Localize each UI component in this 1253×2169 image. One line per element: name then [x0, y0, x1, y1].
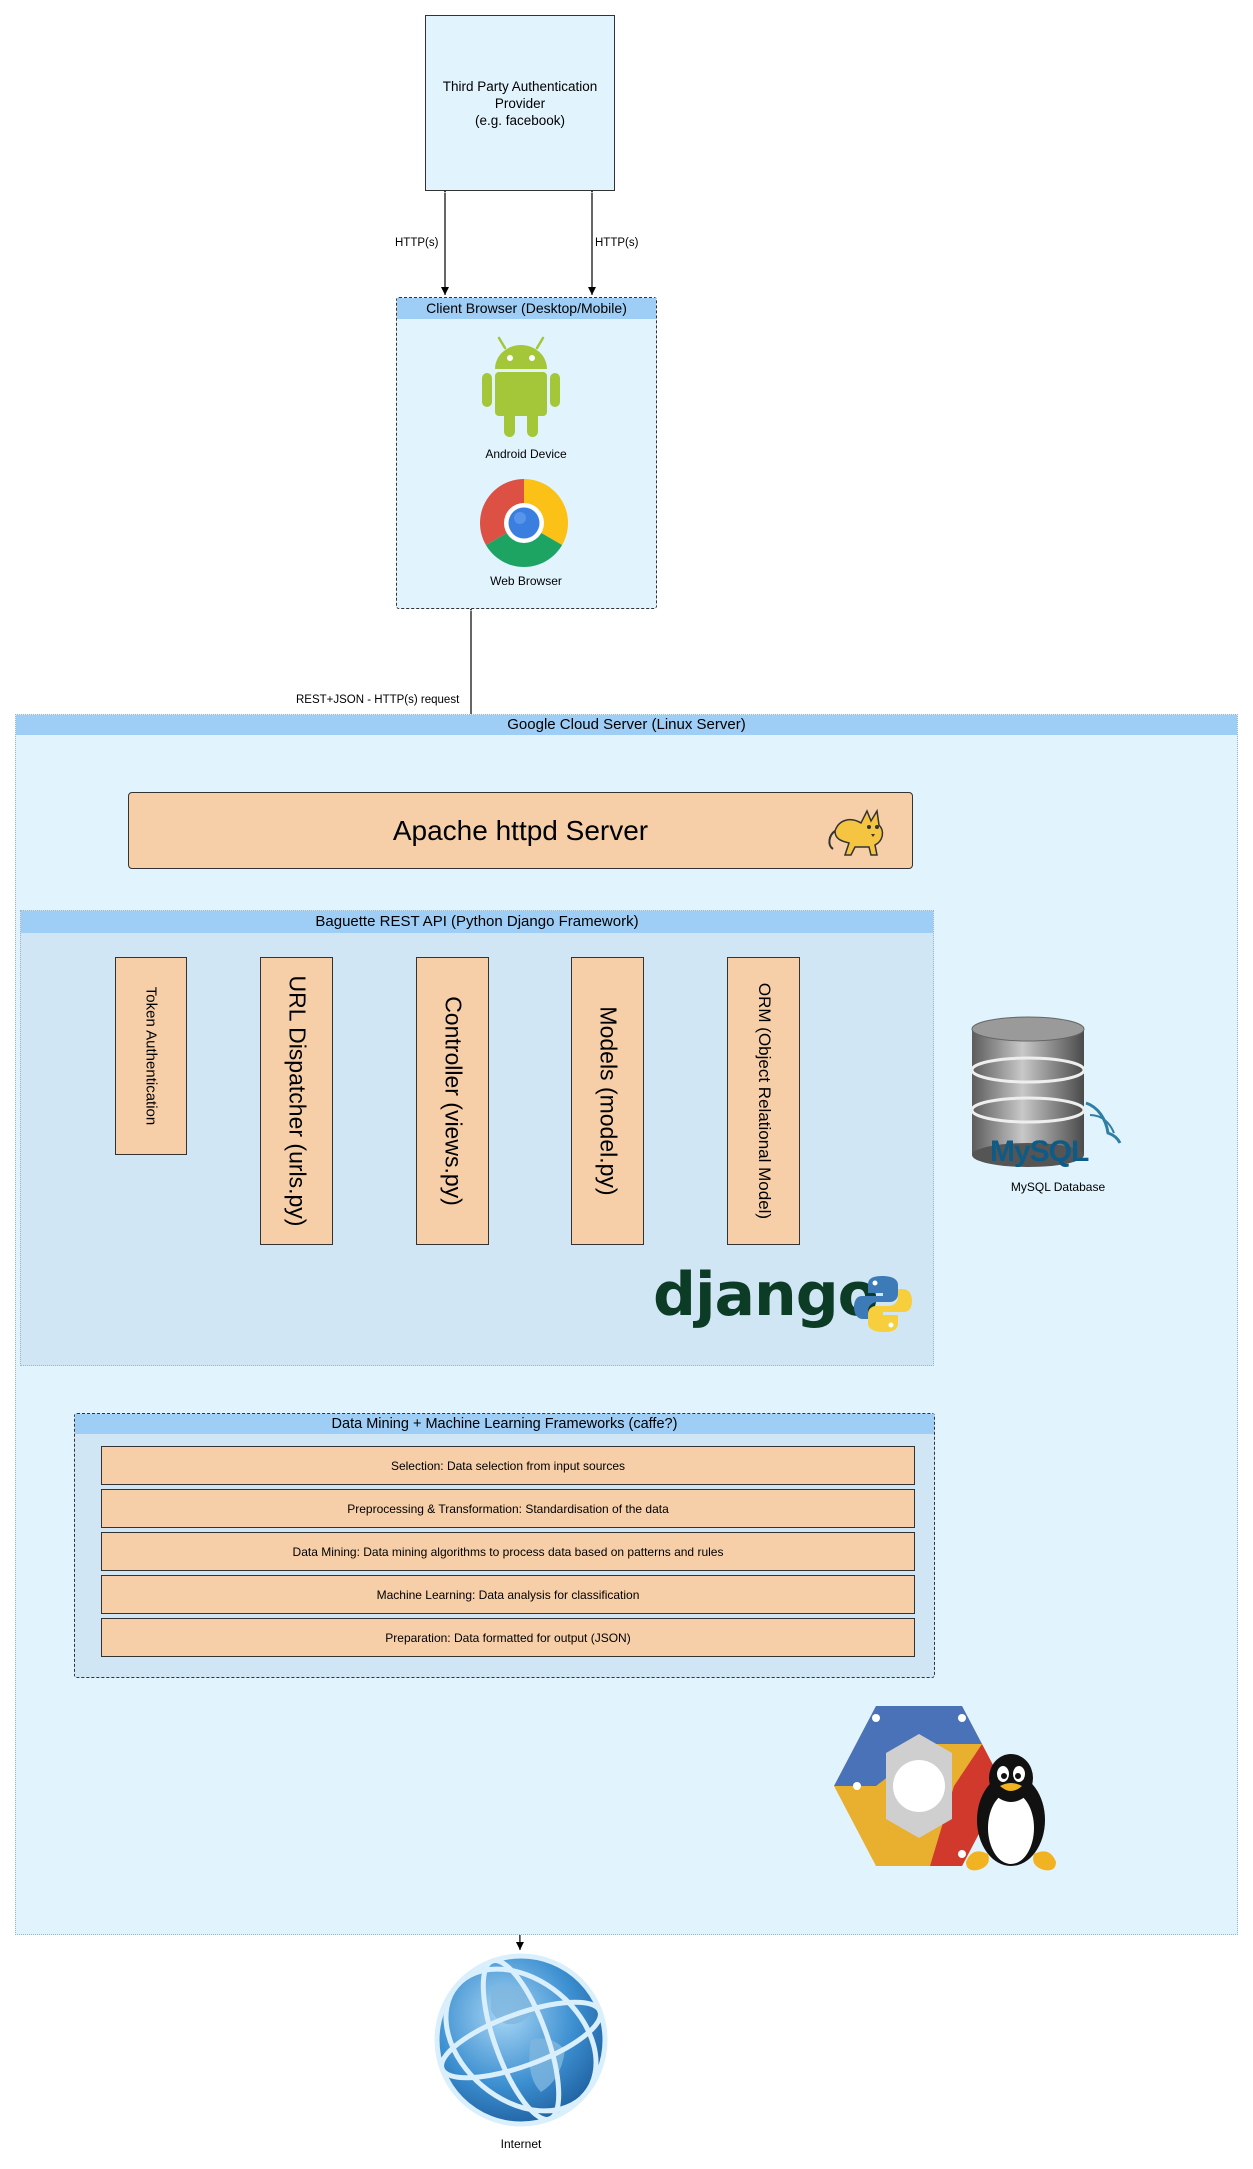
orm-label: ORM (Object Relational Model)	[754, 982, 774, 1220]
python-icon	[854, 1276, 912, 1332]
chrome-icon	[480, 479, 568, 567]
django-logo: django	[653, 1260, 879, 1330]
http-label-left: HTTP(s)	[395, 237, 439, 249]
google-cloud-server-title: Google Cloud Server (Linux Server)	[16, 715, 1237, 735]
database-icon	[970, 1016, 1122, 1167]
controller-label: Controller (views.py)	[440, 996, 466, 1206]
tomcat-icon	[828, 808, 884, 856]
step-preprocessing: Preprocessing & Transformation: Standard…	[101, 1489, 915, 1528]
third-party-line-1: Third Party Authentication	[442, 78, 598, 94]
url-dispatcher-box: URL Dispatcher (urls.py)	[260, 957, 333, 1245]
web-browser-label: Web Browser	[490, 574, 562, 588]
models-box: Models (model.py)	[571, 957, 644, 1245]
android-device-label: Android Device	[485, 447, 567, 461]
step-machine-learning: Machine Learning: Data analysis for clas…	[101, 1575, 915, 1614]
internet-label: Internet	[500, 2137, 542, 2151]
models-label: Models (model.py)	[595, 1006, 621, 1196]
google-cloud-icon	[834, 1706, 1004, 1866]
client-browser-title: Client Browser (Desktop/Mobile)	[397, 298, 656, 319]
http-label-right: HTTP(s)	[595, 237, 639, 249]
third-party-auth-box: Third Party Authentication Provider (e.g…	[425, 15, 615, 191]
tux-icon	[966, 1754, 1056, 1871]
step-selection: Selection: Data selection from input sou…	[101, 1446, 915, 1485]
baguette-rest-api-title: Baguette REST API (Python Django Framewo…	[21, 911, 933, 933]
controller-box: Controller (views.py)	[416, 957, 489, 1245]
client-browser-group: Client Browser (Desktop/Mobile) Android …	[396, 297, 657, 609]
third-party-line-2: Provider	[494, 95, 546, 111]
data-mining-title: Data Mining + Machine Learning Framework…	[75, 1414, 934, 1434]
mysql-logo: MySQL	[990, 1135, 1089, 1168]
android-icon	[482, 336, 560, 437]
token-authentication-label: Token Authentication	[142, 986, 160, 1126]
third-party-line-3: (e.g. facebook)	[474, 112, 566, 128]
orm-box: ORM (Object Relational Model)	[727, 957, 800, 1245]
token-authentication-box: Token Authentication	[115, 957, 187, 1155]
url-dispatcher-label: URL Dispatcher (urls.py)	[284, 975, 310, 1227]
mysql-database-label: MySQL Database	[1010, 1180, 1106, 1194]
apache-label: Apache httpd Server	[392, 814, 649, 846]
globe-icon	[434, 1953, 608, 2127]
step-data-mining: Data Mining: Data mining algorithms to p…	[101, 1532, 915, 1571]
apache-httpd-server: Apache httpd Server	[128, 792, 913, 869]
step-preparation: Preparation: Data formatted for output (…	[101, 1618, 915, 1657]
rest-json-label: REST+JSON - HTTP(s) request	[296, 694, 460, 706]
data-mining-group: Data Mining + Machine Learning Framework…	[74, 1413, 935, 1678]
